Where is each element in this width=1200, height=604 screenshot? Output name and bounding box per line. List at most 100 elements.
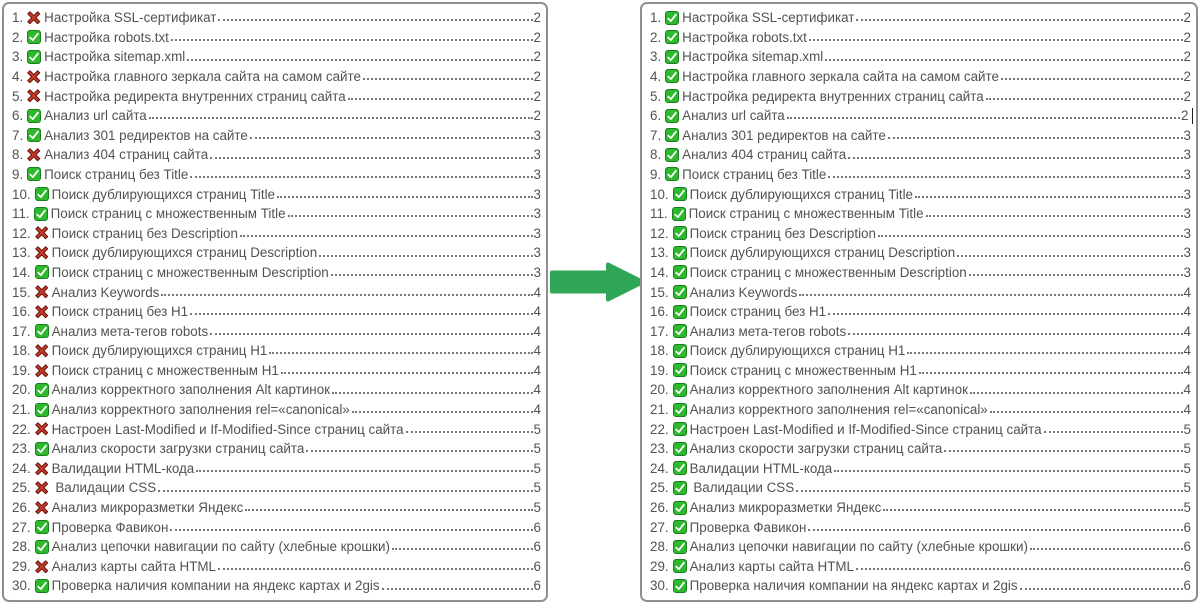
dot-leader bbox=[148, 117, 533, 120]
check-icon bbox=[34, 520, 49, 535]
row-number: 13. bbox=[12, 245, 31, 261]
cross-icon bbox=[34, 422, 49, 436]
row-label: Проверка наличия компании на яндекс карт… bbox=[51, 578, 380, 594]
check-icon bbox=[27, 167, 42, 182]
row-label: Анализ карты сайта HTML bbox=[51, 558, 217, 574]
toc-row: 5.Настройка редиректа внутренних страниц… bbox=[9, 86, 543, 105]
row-label: Поиск страниц с множественным Title bbox=[688, 206, 924, 222]
check-icon bbox=[665, 128, 680, 143]
toc-row: 20.Анализ корректного заполнения Alt кар… bbox=[647, 380, 1193, 399]
row-number: 24. bbox=[650, 460, 669, 476]
check-icon bbox=[672, 265, 687, 280]
row-page-number: 3 bbox=[533, 245, 541, 261]
row-number: 21. bbox=[12, 402, 31, 418]
row-number: 13. bbox=[650, 245, 669, 261]
toc-row: 13. Поиск дублирующихся страниц Descripti… bbox=[9, 243, 543, 262]
check-icon bbox=[34, 402, 49, 417]
dot-leader bbox=[856, 19, 1183, 22]
check-icon bbox=[672, 422, 687, 437]
row-number: 30. bbox=[12, 578, 31, 594]
row-page-number: 5 bbox=[533, 421, 541, 437]
row-label: Проверка наличия компании на яндекс карт… bbox=[689, 578, 1018, 594]
row-page-number: 3 bbox=[1183, 186, 1191, 202]
dot-leader bbox=[196, 470, 533, 473]
row-label: Поиск дублирующихся страниц H1 bbox=[51, 343, 268, 359]
row-page-number: 4 bbox=[533, 284, 541, 300]
row-label: Анализ карты сайта HTML bbox=[689, 558, 855, 574]
row-page-number: 5 bbox=[1183, 441, 1191, 457]
check-icon bbox=[672, 363, 687, 378]
row-page-number: 3 bbox=[1183, 147, 1191, 163]
row-page-number: 6 bbox=[533, 539, 541, 555]
row-label: Анализ корректного заполнения Alt картин… bbox=[689, 382, 968, 398]
check-icon bbox=[34, 578, 49, 593]
cross-icon bbox=[27, 89, 41, 103]
row-label: Поиск дублирующихся страниц Description bbox=[51, 245, 318, 261]
row-number: 25. bbox=[12, 480, 31, 496]
dot-leader bbox=[190, 176, 533, 179]
row-number: 6. bbox=[650, 108, 662, 124]
row-page-number: 2 bbox=[533, 49, 541, 65]
check-icon bbox=[672, 226, 687, 241]
row-number: 23. bbox=[650, 441, 669, 457]
dot-leader bbox=[915, 195, 1183, 198]
cross-icon bbox=[34, 461, 49, 476]
check-icon bbox=[34, 441, 49, 456]
toc-row: 21.Анализ корректного заполнения rel=«ca… bbox=[647, 400, 1193, 419]
row-page-number: 3 bbox=[533, 206, 541, 222]
row-number: 18. bbox=[12, 343, 31, 359]
row-label: Настройка редиректа внутренних страниц с… bbox=[682, 88, 984, 104]
row-number: 3. bbox=[12, 49, 24, 65]
toc-row: 14.Поиск страниц с множественным Descrip… bbox=[9, 263, 543, 282]
row-number: 2. bbox=[12, 29, 24, 45]
row-number: 23. bbox=[12, 441, 31, 457]
row-page-number: 5 bbox=[1183, 460, 1191, 476]
row-number: 21. bbox=[650, 402, 669, 418]
check-icon bbox=[27, 49, 42, 64]
row-number: 20. bbox=[12, 382, 31, 398]
toc-row: 13.Поиск дублирующихся страниц Descripti… bbox=[647, 243, 1193, 262]
toc-row: 22.Настроен Last-Modified и If-Modified-… bbox=[647, 419, 1193, 438]
row-page-number: 6 bbox=[533, 578, 541, 594]
check-icon bbox=[665, 69, 680, 84]
row-label: Валидации CSS bbox=[51, 480, 157, 496]
dot-leader bbox=[280, 372, 533, 375]
dot-leader bbox=[362, 78, 533, 81]
dot-leader bbox=[210, 332, 533, 335]
dot-leader bbox=[808, 528, 1183, 531]
dot-leader bbox=[1019, 587, 1183, 590]
row-page-number: 3 bbox=[1183, 127, 1191, 143]
check-icon bbox=[672, 304, 687, 319]
check-icon bbox=[665, 89, 680, 104]
row-page-number: 6 bbox=[1183, 558, 1191, 574]
dot-leader bbox=[925, 215, 1183, 218]
row-page-number: 2 bbox=[1183, 68, 1191, 84]
check-icon bbox=[34, 539, 49, 554]
dot-leader bbox=[944, 450, 1183, 453]
toc-row: 22.Настроен Last-Modified и If-Modified-… bbox=[9, 419, 543, 438]
cross-icon bbox=[34, 285, 49, 299]
row-label: Поиск страниц без Description bbox=[689, 225, 876, 241]
row-page-number: 3 bbox=[1183, 245, 1191, 261]
dot-leader bbox=[887, 136, 1183, 139]
row-number: 9. bbox=[12, 166, 24, 182]
row-page-number: 4 bbox=[533, 323, 541, 339]
arrow-right-icon bbox=[550, 262, 645, 302]
toc-row: 23.Анализ скорости загрузки страниц сайт… bbox=[647, 439, 1193, 458]
row-number: 8. bbox=[12, 147, 24, 163]
row-label: Настройка главного зеркала сайта на само… bbox=[44, 68, 361, 84]
